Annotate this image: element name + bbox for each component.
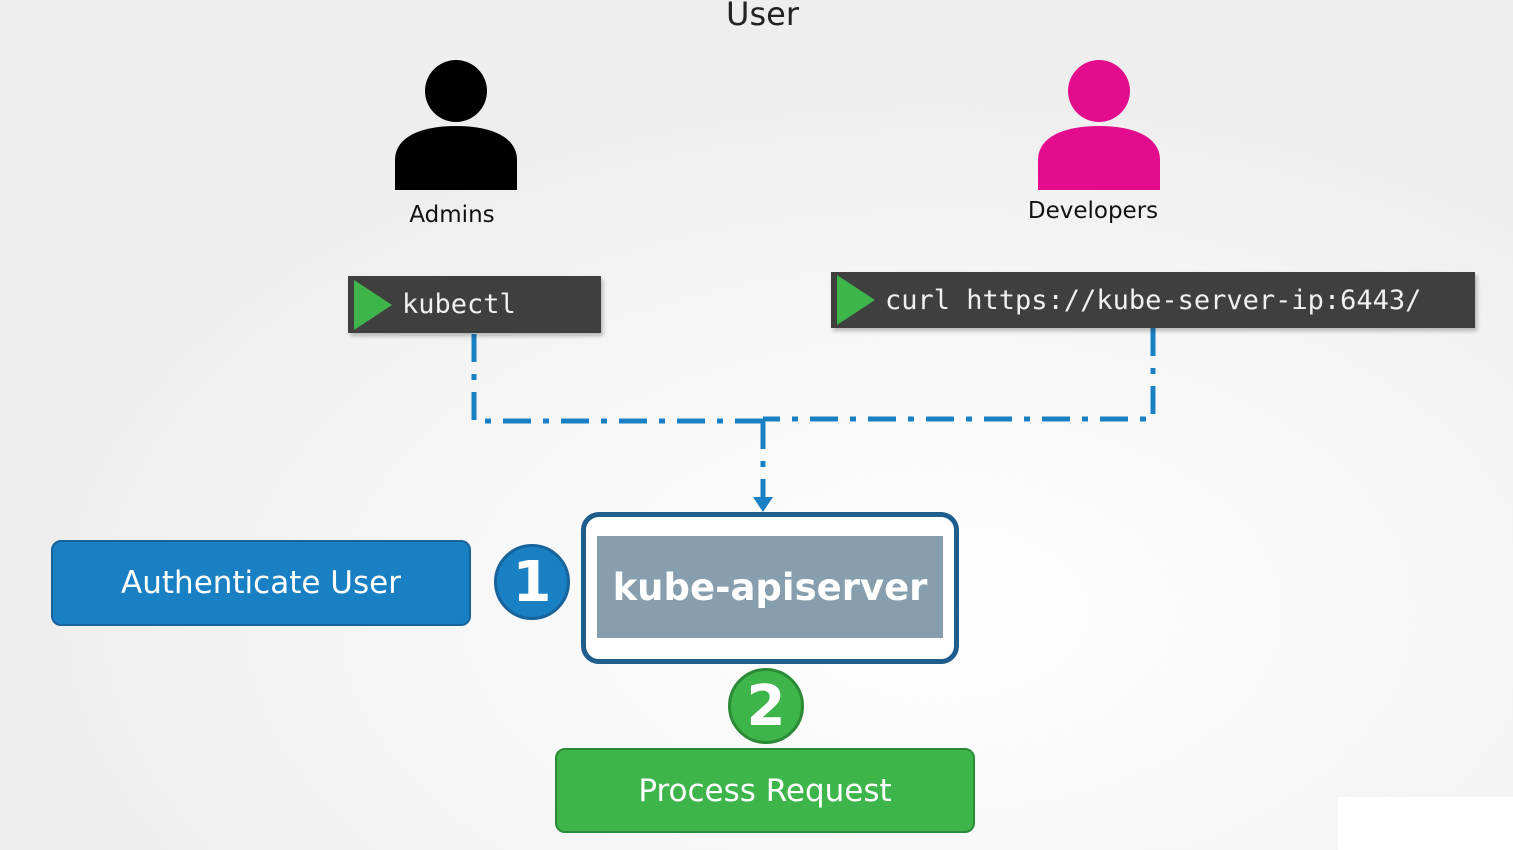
process-request-box: Process Request	[555, 748, 975, 833]
terminal-prompt-icon	[837, 275, 875, 325]
corner-patch	[1338, 797, 1513, 850]
kube-apiserver-label: kube-apiserver	[597, 536, 943, 638]
curl-command-text: curl https://kube-server-ip:6443/	[885, 284, 1422, 316]
developer-person-icon	[1038, 60, 1160, 190]
terminal-prompt-icon	[354, 279, 392, 330]
kubectl-connector	[471, 334, 763, 424]
authenticate-user-box: Authenticate User	[51, 540, 471, 626]
admins-label: Admins	[409, 202, 495, 228]
step-1-badge: 1	[494, 544, 570, 620]
curl-command: curl https://kube-server-ip:6443/	[831, 272, 1475, 328]
arrow-head-icon	[753, 497, 773, 512]
developers-label: Developers	[1027, 198, 1159, 224]
admin-person-icon	[395, 60, 517, 190]
page-title: User	[726, 0, 799, 33]
kubectl-command: kubectl	[348, 276, 601, 333]
curl-connector	[763, 328, 1156, 422]
step-2-badge: 2	[728, 668, 804, 744]
kubectl-command-text: kubectl	[402, 289, 516, 320]
